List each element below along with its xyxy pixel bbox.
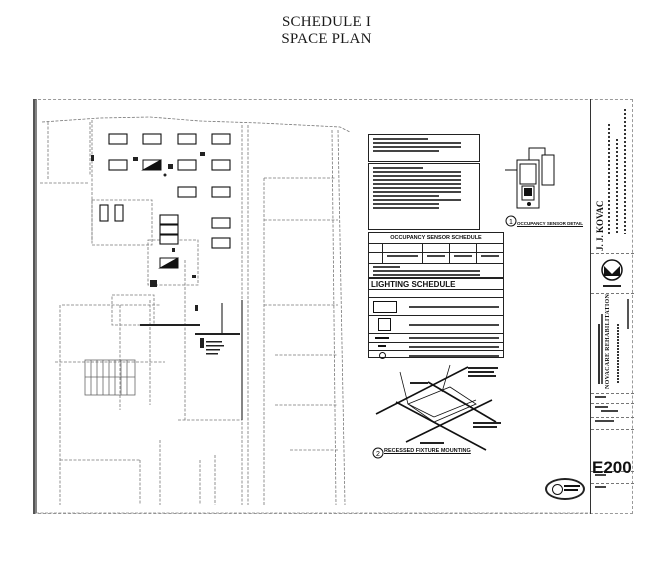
- exit-sign-symbol: [375, 337, 389, 339]
- sheet-border: [33, 99, 35, 514]
- detail-2-label: RECESSED FIXTURE MOUNTING: [384, 448, 471, 454]
- stair: [84, 359, 136, 396]
- occupancy-sensor-detail: 1: [505, 147, 555, 227]
- lighting-schedule: LIGHTING SCHEDULE: [368, 278, 504, 359]
- page-title: SCHEDULE I SPACE PLAN: [0, 14, 653, 48]
- emergency-fixture-group: [141, 159, 179, 269]
- occupancy-schedule-heading: OCCUPANCY SENSOR SCHEDULE: [390, 235, 482, 241]
- plan-callouts: [140, 324, 240, 355]
- firm-logo-cell: [591, 254, 634, 294]
- sheet-number-cell: [591, 430, 634, 472]
- detail-2-number: 2: [376, 451, 380, 458]
- firm-name: J. J. KOVAC: [595, 200, 605, 251]
- professional-seal-icon: [545, 478, 585, 500]
- 2x4-fixture-symbol: [373, 301, 397, 313]
- page-title-line-1: SCHEDULE I: [281, 14, 372, 30]
- 2x2-fixture-symbol: [378, 318, 391, 331]
- fixture-group: [99, 133, 231, 249]
- occupancy-sensor-schedule: OCCUPANCY SENSOR SCHEDULE: [368, 232, 504, 278]
- project-name: NOVACARE REHABILITATION: [605, 293, 611, 389]
- emergency-light-symbol: [378, 345, 386, 347]
- lighting-schedule-heading: LIGHTING SCHEDULE: [371, 280, 456, 289]
- general-notes-block: [368, 134, 480, 162]
- firm-info-cell: J. J. KOVAC: [591, 99, 634, 254]
- detail-1-number: 1: [509, 219, 513, 226]
- firm-logo-icon: [601, 259, 623, 287]
- recessed-fixture-detail: 2: [372, 364, 501, 459]
- page-title-line-2: SPACE PLAN: [281, 31, 372, 47]
- detail-1-label: OCCUPANCY SENSOR DETAIL: [517, 221, 584, 226]
- title-block: J. J. KOVAC NOVACARE REHABILITATION: [590, 99, 634, 514]
- lighting-notes-block: [368, 163, 480, 230]
- project-info-cell: NOVACARE REHABILITATION: [591, 294, 634, 394]
- sheet-number: E200: [592, 458, 632, 477]
- downlight-symbol: [379, 352, 386, 359]
